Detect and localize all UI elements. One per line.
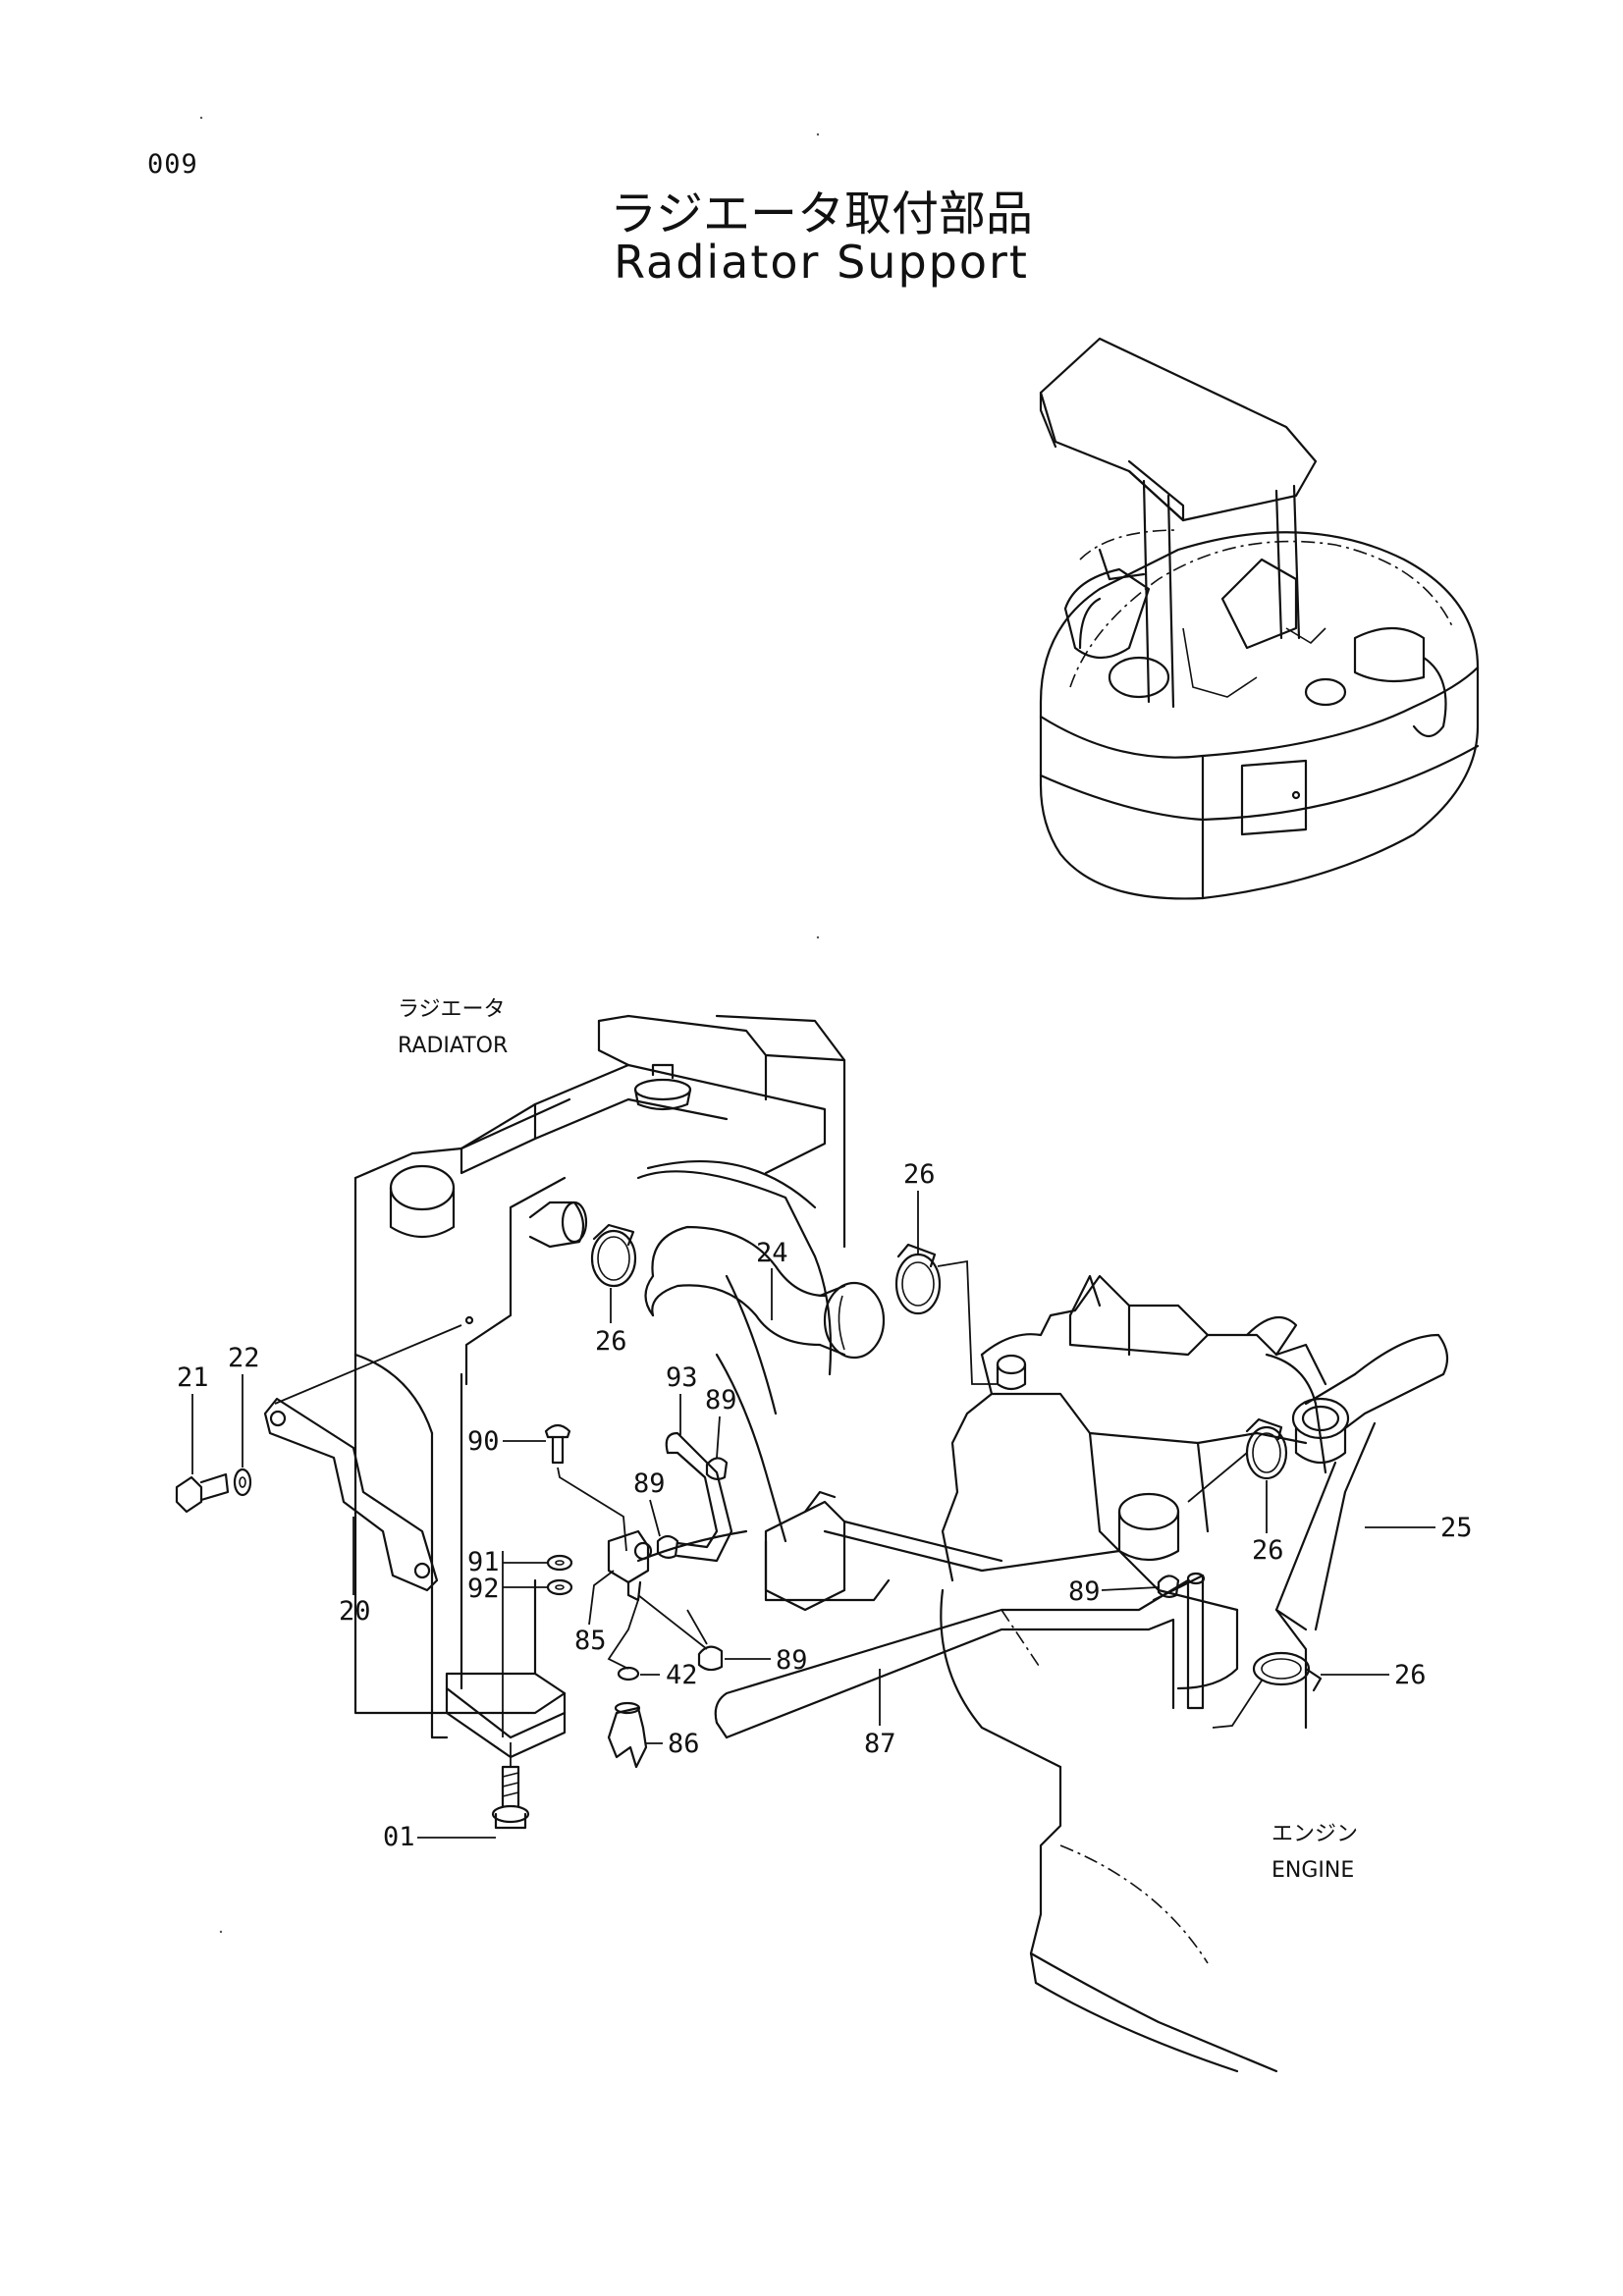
- callout-90: 90: [467, 1426, 500, 1457]
- callout-22: 22: [228, 1343, 260, 1373]
- clamp-26-upper-left: [590, 1223, 637, 1288]
- hose-clip-89-mid: [656, 1534, 679, 1560]
- o-ring-42: [617, 1666, 640, 1682]
- callout-89-lower: 89: [776, 1645, 808, 1676]
- engine-label-jp: エンジン: [1271, 1822, 1358, 1846]
- page-number: 009: [147, 149, 198, 180]
- scan-speck: [816, 935, 820, 939]
- clamp-26-right: [1187, 1417, 1288, 1503]
- washer-91: [546, 1554, 573, 1572]
- callout-42: 42: [666, 1660, 698, 1690]
- callout-20: 20: [339, 1596, 371, 1627]
- drain-pipe: [714, 1520, 1206, 1739]
- callout-26-upper-right: 26: [903, 1159, 936, 1190]
- engine-label-en: ENGINE: [1271, 1858, 1354, 1883]
- washer-22: [233, 1468, 252, 1497]
- callout-21: 21: [177, 1362, 209, 1393]
- breather-hose-93: [665, 1431, 733, 1563]
- callout-25: 25: [1440, 1513, 1473, 1543]
- callout-93: 93: [666, 1362, 698, 1393]
- bolt-01: [491, 1551, 530, 1830]
- callout-86: 86: [668, 1729, 700, 1759]
- support-bracket: [263, 1324, 462, 1592]
- clamp-26-upper-right: [894, 1243, 997, 1385]
- page-title-english: Radiator Support: [614, 236, 1029, 289]
- lower-radiator-hose: [1274, 1333, 1449, 1631]
- scan-speck: [816, 133, 820, 136]
- callout-91: 91: [467, 1547, 500, 1577]
- hose-clip-89-top: [705, 1457, 729, 1481]
- drain-plug-86: [607, 1701, 648, 1769]
- callout-26-right: 26: [1252, 1535, 1284, 1566]
- callout-92: 92: [467, 1574, 500, 1604]
- scan-speck: [219, 1930, 223, 1934]
- callout-89-right: 89: [1068, 1576, 1101, 1607]
- callout-89-mid: 89: [633, 1468, 666, 1499]
- machine-overview-drawing: [1039, 337, 1480, 900]
- upper-radiator-hose: [644, 1225, 886, 1360]
- washer-92: [546, 1578, 573, 1596]
- clamp-26-lower: [1212, 1651, 1323, 1729]
- hose-clip-89-right: [1157, 1575, 1180, 1599]
- callout-89-top: 89: [705, 1385, 737, 1415]
- callout-85: 85: [574, 1626, 607, 1656]
- callout-24: 24: [756, 1238, 788, 1268]
- callout-26-upper-left: 26: [595, 1326, 627, 1357]
- screw-90: [544, 1423, 627, 1552]
- callout-01: 01: [383, 1822, 415, 1852]
- scan-speck: [199, 116, 203, 120]
- page-title-japanese: ラジエータ取付部品: [609, 187, 1034, 241]
- radiator-drawing: [353, 1014, 891, 1759]
- drain-cock-85: [607, 1529, 653, 1602]
- radiator-label-jp: ラジエータ: [398, 997, 506, 1022]
- callout-26-lower: 26: [1394, 1660, 1427, 1690]
- radiator-label-en: RADIATOR: [398, 1034, 508, 1058]
- engine-drawing: [940, 1274, 1327, 2073]
- bolt-21: [175, 1472, 230, 1514]
- callout-87: 87: [864, 1729, 896, 1759]
